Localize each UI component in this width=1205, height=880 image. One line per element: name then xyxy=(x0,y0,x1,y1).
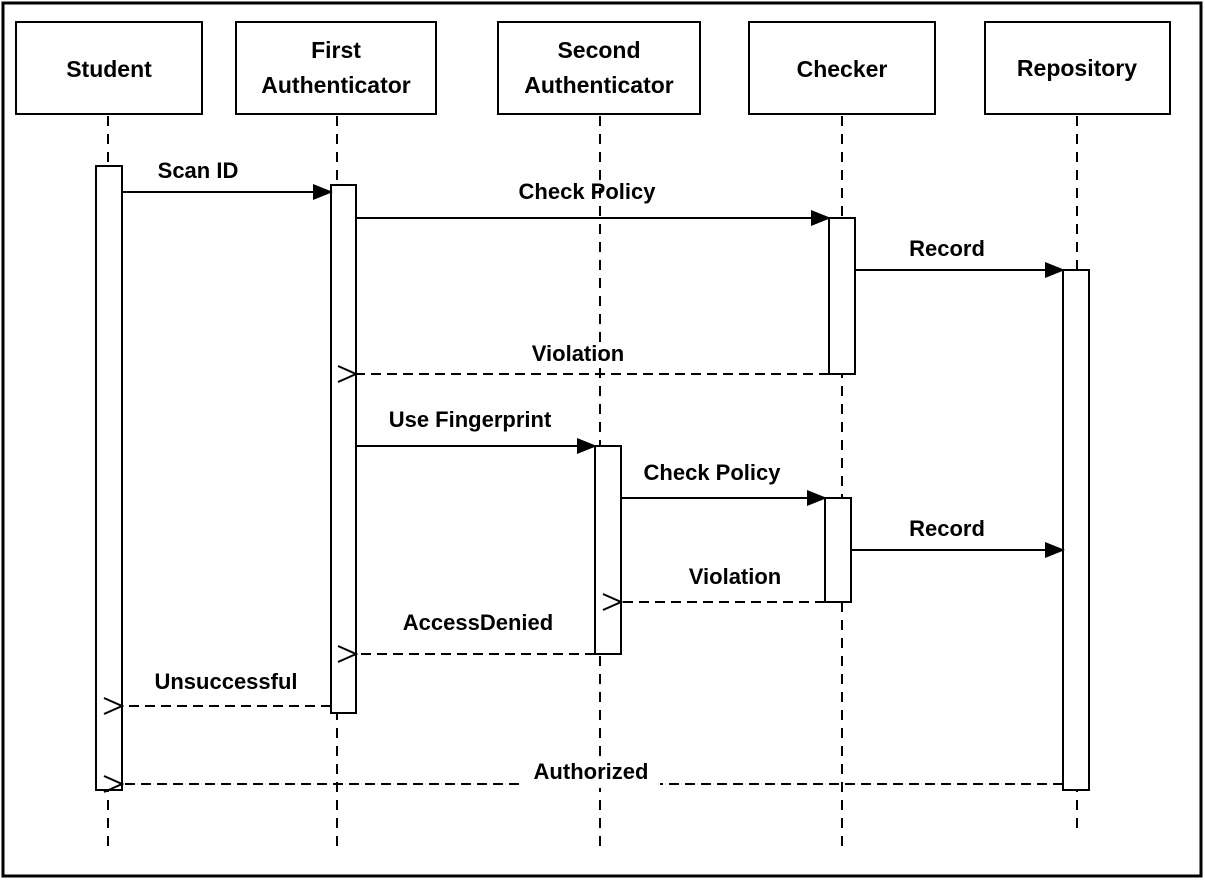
message-label: Check Policy xyxy=(519,179,657,204)
message-label: Scan ID xyxy=(158,158,239,183)
lifelines xyxy=(107,116,1078,852)
message-label: Use Fingerprint xyxy=(389,407,552,432)
activation-bars xyxy=(95,165,1090,791)
message-label: Record xyxy=(909,516,985,541)
message-label: Violation xyxy=(689,564,782,589)
actor-label: Student xyxy=(66,56,152,82)
message-label: Violation xyxy=(532,341,625,366)
actor-box xyxy=(984,21,1171,115)
activation-bar-checker-1 xyxy=(828,217,856,375)
activation-bar-checker-2 xyxy=(824,497,852,603)
actor-label: Repository xyxy=(1017,55,1137,81)
actor-label-line-1: Second xyxy=(557,37,640,63)
actor-first-authenticator: First Authenticator xyxy=(235,21,437,115)
actor-second-authenticator: Second Authenticator xyxy=(497,21,701,115)
message-label: Unsuccessful xyxy=(154,669,297,694)
message-use-fingerprint: Use Fingerprint xyxy=(356,407,597,454)
message-check-policy-1: Check Policy xyxy=(356,179,831,226)
message-scan-id: Scan ID xyxy=(122,158,333,200)
message-violation-1: Violation xyxy=(356,341,829,374)
message-record-1: Record xyxy=(855,236,1065,278)
activation-bar-student xyxy=(95,165,123,791)
actor-student: Student xyxy=(15,21,203,115)
message-unsuccessful: Unsuccessful xyxy=(122,669,331,706)
actor-box xyxy=(15,21,203,115)
messages: Scan ID Check Policy Record Violation Us… xyxy=(122,158,1065,788)
activation-bar-repository xyxy=(1062,269,1090,791)
actor-label-line-1: First xyxy=(311,37,361,63)
message-check-policy-2: Check Policy xyxy=(621,460,827,506)
actor-box xyxy=(748,21,936,115)
actor-box xyxy=(235,21,437,115)
message-access-denied: AccessDenied xyxy=(356,610,595,654)
activation-bar-first-authenticator xyxy=(330,184,357,714)
actor-label-line-2: Authenticator xyxy=(524,72,674,98)
actor-label-line-2: Authenticator xyxy=(261,72,411,98)
actor-boxes: Student First Authenticator Second Authe… xyxy=(15,21,1171,115)
message-violation-2: Violation xyxy=(621,564,825,602)
message-record-2: Record xyxy=(851,516,1065,558)
activation-bar-second-authenticator xyxy=(594,445,622,655)
message-label: Check Policy xyxy=(644,460,782,485)
message-label: Authorized xyxy=(534,759,649,784)
actor-label: Checker xyxy=(797,56,888,82)
message-authorized: Authorized xyxy=(122,759,1063,788)
actor-box xyxy=(497,21,701,115)
message-label: AccessDenied xyxy=(403,610,553,635)
actor-checker: Checker xyxy=(748,21,936,115)
actor-repository: Repository xyxy=(984,21,1171,115)
message-label: Record xyxy=(909,236,985,261)
message-label-backdrop xyxy=(522,760,660,788)
